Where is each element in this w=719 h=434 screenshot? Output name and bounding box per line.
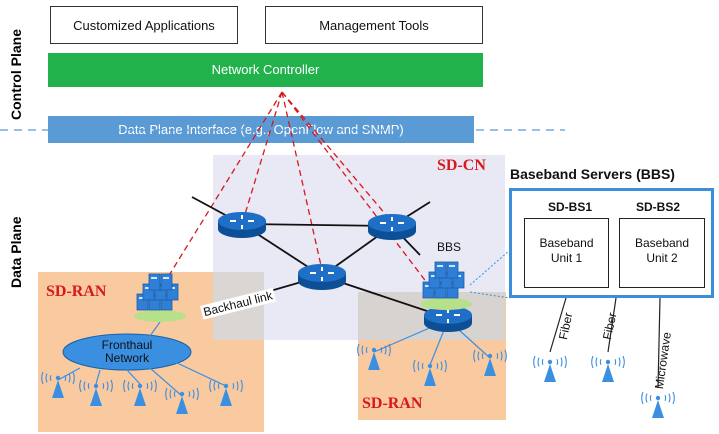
router-icon-left: [218, 212, 266, 238]
sd-ran-right-label: SD-RAN: [362, 395, 423, 412]
network-controller-label: Network Controller: [211, 62, 320, 77]
sd-cn-label: SD-CN: [437, 157, 486, 174]
antenna-icon-r3: [473, 349, 507, 376]
baseband-unit-2-box: [619, 218, 705, 288]
bbs-small-label: BBS: [437, 240, 462, 254]
baseband-unit-1-label: Baseband Unit 1: [539, 236, 594, 265]
sd-bs1-label: SD-BS1: [548, 200, 593, 214]
antenna-icon-fiber1: [533, 355, 567, 382]
antenna-icon-l1: [41, 371, 75, 398]
antenna-icon-l3: [123, 379, 157, 406]
router-icon-center: [298, 264, 346, 290]
antenna-icon-l2: [79, 379, 113, 406]
baseband-unit-1-box: [524, 218, 609, 288]
baseband-unit-2-label: Baseband Unit 2: [634, 236, 690, 265]
network-controller-bar: [48, 53, 483, 87]
antenna-icon-microwave: [641, 391, 675, 418]
data-plane-interface-label: Data Plane Interface (e.g., OpenFlow and…: [118, 122, 404, 137]
customized-applications-box: [50, 6, 238, 44]
sd-bs2-label: SD-BS2: [636, 200, 681, 214]
sd-ran-left-label: SD-RAN: [46, 283, 107, 300]
bbs-server-stack-left: [134, 273, 186, 322]
fronthaul-network-label: Fronthaul Network: [101, 338, 153, 365]
router-icon-bbs: [424, 306, 472, 332]
antenna-icon-fiber2: [591, 355, 625, 382]
management-tools-box: [265, 6, 483, 44]
bbs-panel-title: Baseband Servers (BBS): [510, 166, 675, 182]
router-icon-right: [368, 214, 416, 240]
management-tools-label: Management Tools: [319, 18, 429, 33]
antenna-icon-r2: [413, 359, 447, 386]
antenna-icon-r1: [357, 343, 391, 370]
bbs-server-stack-right: [420, 261, 472, 310]
antenna-icon-l5: [209, 379, 243, 406]
customized-applications-label: Customized Applications: [73, 18, 215, 33]
antenna-icon-l4: [165, 387, 199, 414]
